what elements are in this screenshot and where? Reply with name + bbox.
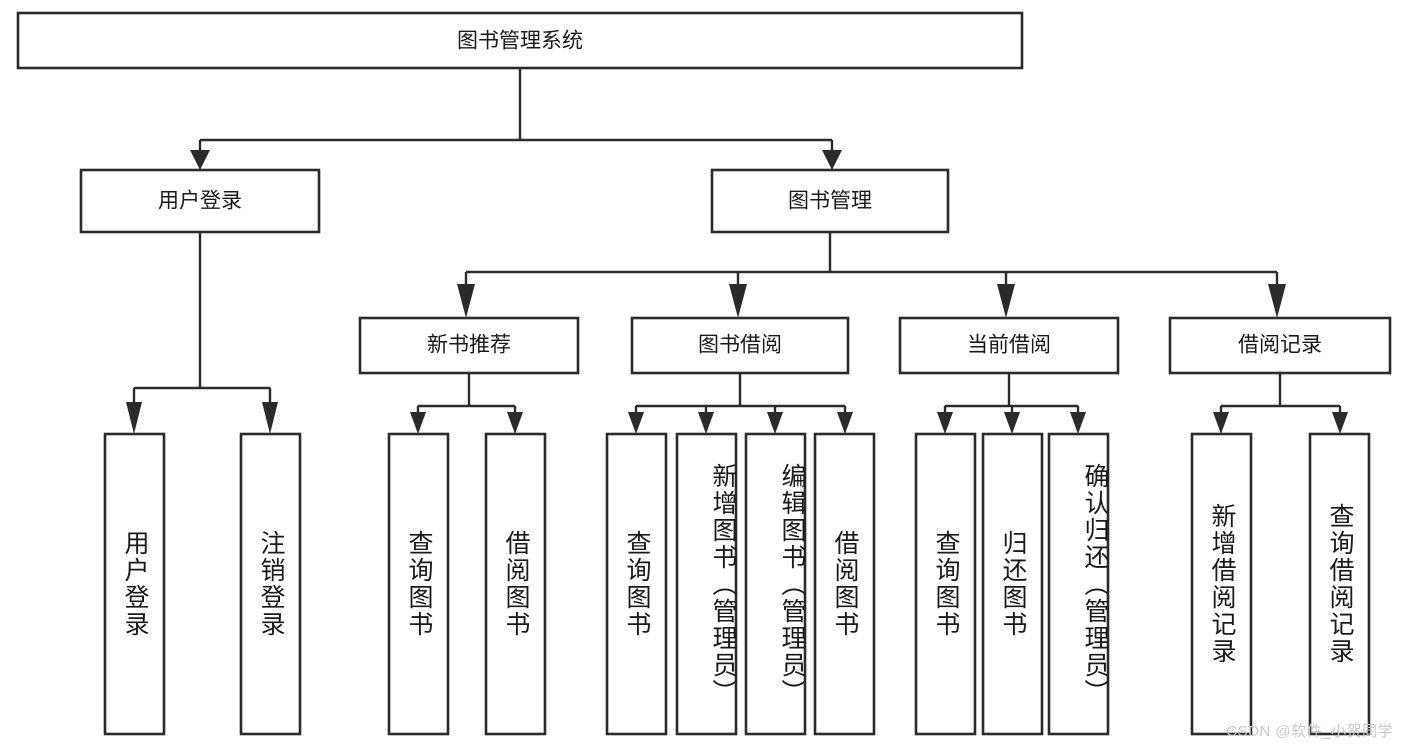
user-login-label: 用户登录: [158, 190, 242, 213]
arrow-to-current-borrow: [997, 284, 1015, 318]
leaf-box-query-book-3[interactable]: [914, 432, 977, 736]
arrow-bookborrow-leaf-3: [767, 412, 783, 434]
arrow-to-book-borrow: [729, 284, 747, 318]
arrow-bookborrow-leaf-4: [837, 412, 853, 434]
book-borrow-box[interactable]: [630, 316, 850, 375]
leaf-box-layer: [103, 432, 1371, 736]
current-borrow-box[interactable]: [898, 316, 1120, 375]
node-current-borrow[interactable]: 当前借阅: [898, 316, 1120, 375]
arrow-to-book-mgmt: [822, 150, 842, 170]
arrow-to-new-book-rec: [457, 284, 475, 318]
arrow-currentborrow-leaf-1: [937, 412, 953, 434]
arrow-borrowrecord-leaf-2: [1332, 412, 1348, 434]
leaf-box-logout[interactable]: [239, 432, 302, 736]
arrow-to-leaf-user-login: [126, 402, 142, 434]
leaf-box-edit-book-admin[interactable]: [744, 432, 807, 736]
arrow-bookborrow-leaf-1: [628, 412, 644, 434]
user-login-box[interactable]: [79, 168, 321, 234]
leaf-box-query-book-1[interactable]: [387, 432, 450, 736]
root-box[interactable]: [16, 11, 1024, 70]
new-book-recommend-box[interactable]: [358, 316, 580, 375]
leaf-box-borrow-book-2[interactable]: [813, 432, 876, 736]
connector-layer: [126, 68, 1348, 434]
node-borrow-record[interactable]: 借阅记录: [1168, 316, 1392, 375]
root-label: 图书管理系统: [457, 30, 583, 53]
node-root[interactable]: 图书管理系统: [16, 11, 1024, 70]
node-user-login[interactable]: 用户登录: [79, 168, 321, 234]
leaf-box-query-borrow-record[interactable]: [1308, 432, 1371, 736]
borrow-record-box[interactable]: [1168, 316, 1392, 375]
arrow-newbook-leaf-1: [410, 412, 426, 434]
leaf-box-add-borrow-record[interactable]: [1190, 432, 1253, 736]
arrow-newbook-leaf-2: [507, 412, 523, 434]
leaf-box-query-book-2[interactable]: [605, 432, 668, 736]
book-management-box[interactable]: [710, 168, 950, 234]
arrow-to-user-login: [190, 150, 210, 170]
node-new-book-recommend[interactable]: 新书推荐: [358, 316, 580, 375]
book-borrow-label: 图书借阅: [698, 334, 782, 357]
arrow-bookborrow-leaf-2: [698, 412, 714, 434]
arrow-to-borrow-record: [1268, 284, 1286, 318]
leaf-box-borrow-book-1[interactable]: [484, 432, 547, 736]
borrow-record-label: 借阅记录: [1238, 334, 1322, 357]
arrow-currentborrow-leaf-3: [1070, 412, 1086, 434]
leaf-box-user-login[interactable]: [103, 432, 166, 736]
arrow-borrowrecord-leaf-1: [1213, 412, 1229, 434]
leaf-box-return-book[interactable]: [981, 432, 1044, 736]
book-management-label: 图书管理: [788, 190, 872, 213]
arrow-to-leaf-logout: [262, 402, 278, 434]
node-book-management[interactable]: 图书管理: [710, 168, 950, 234]
leaf-box-confirm-return[interactable]: [1047, 432, 1110, 736]
arrow-currentborrow-leaf-2: [1004, 412, 1020, 434]
current-borrow-label: 当前借阅: [967, 334, 1051, 357]
new-book-recommend-label: 新书推荐: [427, 334, 511, 357]
csdn-watermark: CSDN @软件_小贺同学: [1226, 723, 1393, 740]
node-book-borrow[interactable]: 图书借阅: [630, 316, 850, 375]
leaf-box-add-book-admin[interactable]: [675, 432, 738, 736]
